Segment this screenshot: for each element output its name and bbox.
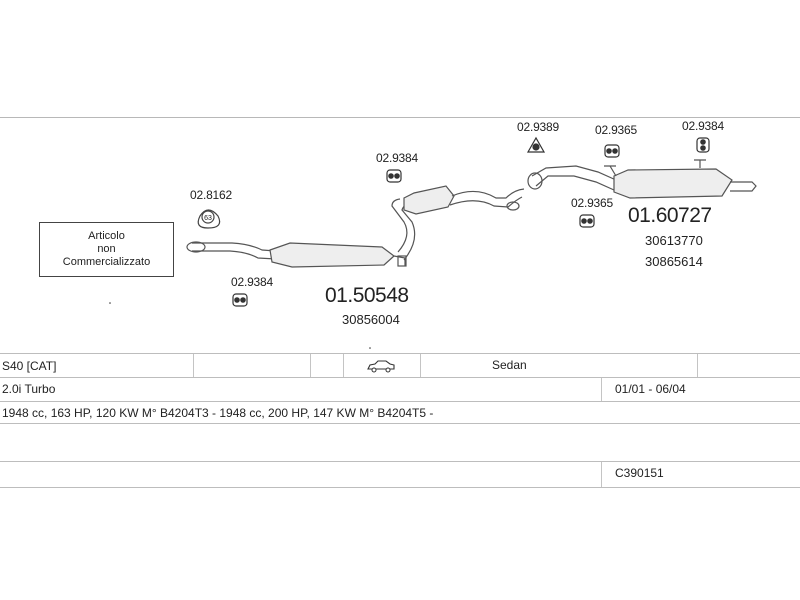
body-type: Sedan [492,358,527,372]
hanger-icon-rear-c [579,214,595,228]
part-label-cat-hanger: 02.9384 [376,151,418,165]
notice-line-3: Commercializzato [62,256,151,268]
sedan-car-icon [366,358,396,377]
part-label-front-hanger: 02.9384 [231,275,273,289]
hanger-icon-rear-b [696,137,710,153]
engine-name: 2.0i Turbo [2,382,56,396]
table-row-specs: 1948 cc, 163 HP, 120 KW M° B4204T3 - 194… [0,401,800,424]
diagram-area [0,117,800,354]
part-label-rear-gasket: 02.9389 [517,120,559,134]
clamp-badge: 63 [204,215,212,222]
middle-silencer [269,242,395,268]
part-label-rear-hanger-b: 02.9384 [682,119,724,133]
oe-number-rear-1: 30613770 [645,233,703,248]
tail-pipe [730,181,757,192]
hanger-icon-cat [386,169,402,183]
notice-line-1: Articolo [88,230,125,242]
hanger-icon-front [232,293,248,307]
part-label-rear-hanger-c: 02.9365 [571,196,613,210]
oe-number-middle: 30856004 [342,312,400,327]
table-row-model: S40 [CAT] Sedan [0,353,800,378]
part-code-rear: 01.60727 [628,204,712,227]
table-row-reference: C390151 [0,461,800,488]
clamp-icon: 63 [197,209,221,229]
reference-code: C390151 [615,466,664,480]
front-pipe-flange [186,241,206,253]
part-label-front-clamp: 02.8162 [190,188,232,202]
gasket-icon [526,136,546,153]
part-code-middle: 01.50548 [325,284,409,307]
table-row-empty [0,423,800,462]
rear-flange [527,172,543,190]
not-sold-notice: Articolo non Commercializzato [39,222,174,277]
notice-line-2: non [97,243,116,255]
part-label-rear-hanger-a: 02.9365 [595,123,637,137]
front-pipe [192,242,277,252]
rear-silencer [613,168,733,199]
engine-specs: 1948 cc, 163 HP, 120 KW M° B4204T3 - 194… [2,406,434,420]
mid-pipe [391,198,408,253]
production-years: 01/01 - 06/04 [615,382,686,396]
hanger-icon-rear-a [604,144,620,158]
rear-pipe [451,188,525,199]
oe-number-rear-2: 30865614 [645,254,703,269]
catalytic-converter [403,185,455,215]
vehicle-model: S40 [CAT] [2,359,57,373]
table-row-engine: 2.0i Turbo 01/01 - 06/04 [0,377,800,402]
